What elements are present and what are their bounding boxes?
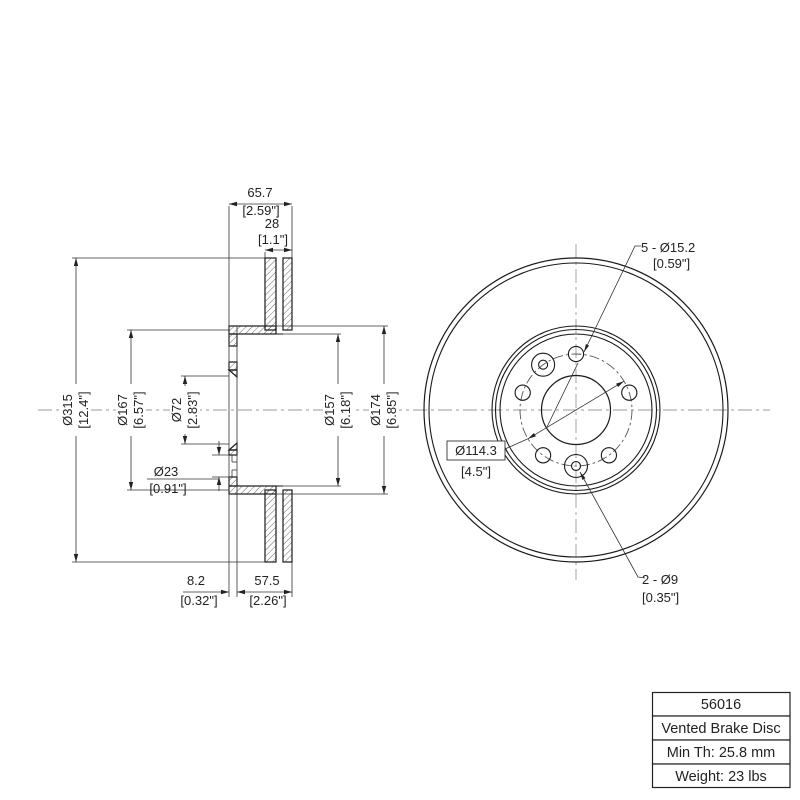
lug-hole [621, 384, 638, 401]
inboard-plate-top [282, 257, 293, 331]
lug-hole [514, 384, 531, 401]
dim-face-offset-mm: 8.2 [187, 573, 205, 588]
dim-bore-inch: [2.83"] [185, 391, 200, 428]
disc-chamfer-circle [428, 262, 724, 558]
center-bore-circle [540, 374, 612, 446]
dim-bolt-circle-inch: [4.5"] [461, 464, 491, 479]
dim-hat-id-inch: [6.18"] [338, 391, 353, 428]
dim-total-width-inch: [2.59"] [242, 203, 279, 218]
dim-friction-id-mm: Ø167 [115, 394, 130, 426]
hat-wall-bottom-b [228, 476, 238, 487]
dim-outer-dia-mm: Ø315 [60, 394, 75, 426]
dim-bolt-circle-mm: Ø114.3 [455, 443, 497, 458]
section-dimensions: 65.7 [2.59"] 28 [1.1"] Ø315 [12.4"] Ø167… [60, 185, 399, 608]
dim-outer-dia-inch: [12.4"] [76, 391, 91, 428]
outboard-plate-bottom [264, 489, 277, 563]
leader-bolt-circle [504, 438, 529, 450]
title-block: 56016 Vented Brake Disc Min Th: 25.8 mm … [651, 691, 791, 789]
dim-vent-width-mm: 28 [265, 216, 279, 231]
disc-outer-circle [423, 257, 729, 563]
dim-hat-od-mm: Ø174 [368, 394, 383, 426]
lug-hole [567, 345, 585, 363]
hat-flange-top [228, 325, 277, 335]
leader-lug-holes [583, 245, 641, 353]
lug-hole [534, 447, 552, 464]
pin-hole-counterbore [563, 453, 589, 479]
hat-wall-bottom-a [228, 449, 238, 456]
hat-od-circle [491, 325, 661, 495]
pin-hole [538, 359, 549, 370]
hat-wall-top-a [228, 333, 238, 347]
front-view: Ø114.3 [4.5"] 5 - Ø15.2 [0.59"] 2 - Ø9 [… [423, 240, 729, 605]
dim-lug-holes-mm: 5 - Ø15.2 [641, 240, 695, 255]
lug-hole [600, 447, 618, 464]
bolt-circle [519, 353, 633, 467]
dim-line-bolt-circle [527, 380, 625, 440]
part-weight: Weight: 23 lbs [675, 769, 767, 785]
part-description: Vented Brake Disc [661, 721, 780, 737]
dim-hat-depth-mm: 57.5 [254, 573, 279, 588]
dim-vent-width-inch: [1.1"] [258, 232, 288, 247]
outboard-plate-top [264, 257, 277, 331]
dim-pin-holes-mm: 2 - Ø9 [642, 572, 678, 587]
hat-id-circle [499, 333, 653, 487]
title-block-row [651, 763, 791, 789]
hat-wall-top-b [228, 361, 238, 371]
min-thickness: Min Th: 25.8 mm [667, 745, 776, 761]
friction-id-circle [494, 328, 658, 492]
pin-hole [570, 460, 582, 472]
dim-friction-id-inch: [6.57"] [131, 391, 146, 428]
dim-hat-od-inch: [6.85"] [384, 391, 399, 428]
dim-cbore-mm: Ø23 [154, 464, 179, 479]
title-block-row [651, 739, 791, 765]
dim-lug-holes-inch: [0.59"] [653, 256, 690, 271]
dim-cbore-inch: [0.91"] [149, 481, 186, 496]
pin-hole-counterbore [531, 352, 556, 377]
dim-bore-mm: Ø72 [169, 398, 184, 423]
dim-face-offset-inch: [0.32"] [180, 593, 217, 608]
bore-chamfer-top [227, 369, 238, 379]
dim-total-width-mm: 65.7 [247, 185, 272, 200]
leader-lug-holes-tail [546, 362, 579, 428]
bore-chamfer-bottom [227, 441, 238, 451]
inboard-plate-bottom [282, 489, 293, 563]
part-number: 56016 [701, 697, 741, 713]
hat-flange-bottom [228, 485, 277, 495]
bolt-circle-label-box [446, 440, 506, 461]
leader-pin-holes [579, 471, 646, 579]
dim-pin-holes-inch: [0.35"] [642, 590, 679, 605]
dim-hat-id-mm: Ø157 [322, 394, 337, 426]
dim-hat-depth-inch: [2.26"] [249, 593, 286, 608]
title-block-row [651, 715, 791, 741]
